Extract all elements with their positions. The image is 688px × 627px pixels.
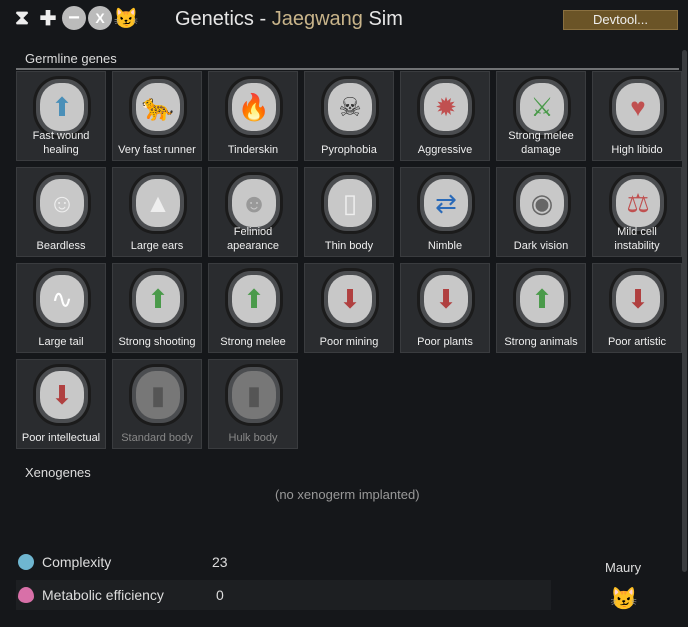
minus-icon: −: [62, 6, 86, 30]
stat-label: Metabolic efficiency: [42, 587, 164, 603]
gene-tile[interactable]: ⚔Strong melee damage: [496, 71, 586, 161]
gene-icon: ⬆: [225, 268, 283, 330]
cat-face-icon[interactable]: 😼: [610, 586, 638, 611]
gene-tile[interactable]: ☺ Beardless: [16, 167, 106, 257]
gene-tile[interactable]: ◉ Dark vision: [496, 167, 586, 257]
divider: [16, 68, 679, 70]
gene-label: Tinderskin: [227, 144, 279, 156]
gene-label: Aggressive: [417, 144, 473, 156]
xenogenes-heading: Xenogenes: [25, 465, 91, 480]
gene-icon: ▯: [321, 172, 379, 234]
gene-tile[interactable]: ☠ Pyrophobia: [304, 71, 394, 161]
gene-icon: ⚖: [609, 172, 667, 234]
cat-face-icon: 😼: [113, 7, 139, 30]
header-icons: ⧗ ✚ − X 😼: [10, 6, 138, 30]
gene-icon: ▮: [129, 364, 187, 426]
gene-tile[interactable]: ✹ Aggressive: [400, 71, 490, 161]
gene-label: Poor mining: [319, 336, 379, 348]
gene-tile[interactable]: ♥ High libido: [592, 71, 682, 161]
gene-icon: ∿: [33, 268, 91, 330]
gene-icon: 🐆: [129, 76, 187, 138]
stat-label: Complexity: [42, 554, 112, 570]
gene-tile[interactable]: 🐆 Very fast runner: [112, 71, 202, 161]
metabolism-flame-icon: [18, 587, 34, 603]
gene-label: Beardless: [36, 240, 86, 252]
gene-label: Thin body: [324, 240, 374, 252]
gene-label: Fast wound healing: [32, 130, 90, 156]
x-icon: X: [88, 6, 112, 30]
gene-icon: 🔥: [225, 76, 283, 138]
gene-icon: ⬇: [417, 268, 475, 330]
xenogenes-empty-text: (no xenogerm implanted): [275, 487, 420, 502]
gene-icon: ⬇: [609, 268, 667, 330]
gene-tile[interactable]: ▮ Standard body: [112, 359, 202, 449]
gene-label: Hulk body: [228, 432, 278, 444]
gene-icon: ☺: [33, 172, 91, 234]
stat-complexity: Complexity 23: [16, 547, 551, 577]
gene-label: Strong melee damage: [508, 130, 574, 156]
gene-icon: ⬆: [513, 268, 571, 330]
gene-icon: ⇄: [417, 172, 475, 234]
gene-label: Nimble: [427, 240, 463, 252]
gene-tile[interactable]: ⬆ Strong animals: [496, 263, 586, 353]
gene-label: Strong animals: [504, 336, 578, 348]
gene-tile[interactable]: ⬆ Strong shooting: [112, 263, 202, 353]
gene-tile[interactable]: ∿ Large tail: [16, 263, 106, 353]
window-title: Genetics - Jaegwang Sim: [175, 8, 403, 30]
gene-icon: ⬆: [129, 268, 187, 330]
gene-tile[interactable]: ⇄ Nimble: [400, 167, 490, 257]
gene-label: Large tail: [38, 336, 84, 348]
gene-tile[interactable]: ⬆Fast wound healing: [16, 71, 106, 161]
gene-tile[interactable]: ▮ Hulk body: [208, 359, 298, 449]
stat-value: 0: [216, 587, 224, 603]
gene-tile[interactable]: ⚖Mild cell instability: [592, 167, 682, 257]
germline-genes-heading: Germline genes: [25, 51, 117, 66]
gene-icon: ✹: [417, 76, 475, 138]
gene-label: Dark vision: [513, 240, 569, 252]
gene-label: Large ears: [130, 240, 184, 252]
gene-label: Standard body: [121, 432, 193, 444]
gene-label: Strong shooting: [118, 336, 196, 348]
gene-icon: ♥: [609, 76, 667, 138]
gene-icon: ⬇: [33, 364, 91, 426]
gene-label: Mild cell instability: [614, 226, 660, 252]
gene-tile[interactable]: ▯ Thin body: [304, 167, 394, 257]
gene-icon: ⬇: [321, 268, 379, 330]
gene-label: Feliniod apearance: [227, 226, 279, 252]
dna-icon: ⧗: [14, 6, 30, 29]
gene-tile[interactable]: ☻Feliniod apearance: [208, 167, 298, 257]
gene-icon: ⬆: [33, 76, 91, 138]
gene-label: High libido: [611, 144, 663, 156]
gene-tile[interactable]: ⬇ Poor mining: [304, 263, 394, 353]
gene-tile[interactable]: 🔥 Tinderskin: [208, 71, 298, 161]
xenotype-name: Maury: [605, 560, 642, 575]
scrollbar[interactable]: [682, 50, 687, 572]
gene-label: Pyrophobia: [321, 144, 377, 156]
gene-label: Poor plants: [417, 336, 473, 348]
complexity-icon: [18, 554, 34, 570]
gene-label: Strong melee: [220, 336, 286, 348]
gene-tile[interactable]: ▲ Large ears: [112, 167, 202, 257]
gene-tile[interactable]: ⬇ Poor artistic: [592, 263, 682, 353]
stat-metabolic-efficiency: Metabolic efficiency 0: [16, 580, 551, 610]
gene-tile[interactable]: ⬆ Strong melee: [208, 263, 298, 353]
gene-icon: ◉: [513, 172, 571, 234]
gene-label: Poor intellectual: [21, 432, 101, 444]
gene-label: Poor artistic: [607, 336, 667, 348]
devtool-button[interactable]: Devtool...: [563, 10, 678, 30]
plus-icon: ✚: [39, 7, 57, 30]
gene-tile[interactable]: ⬇ Poor plants: [400, 263, 490, 353]
gene-icon: ▲: [129, 172, 187, 234]
gene-icon: ▮: [225, 364, 283, 426]
gene-label: Very fast runner: [118, 144, 196, 156]
gene-tile[interactable]: ⬇ Poor intellectual: [16, 359, 106, 449]
gene-icon: ⚔: [513, 76, 571, 138]
gene-icon: ☠: [321, 76, 379, 138]
stat-value: 23: [212, 554, 228, 570]
gene-icon: ☻: [225, 172, 283, 234]
